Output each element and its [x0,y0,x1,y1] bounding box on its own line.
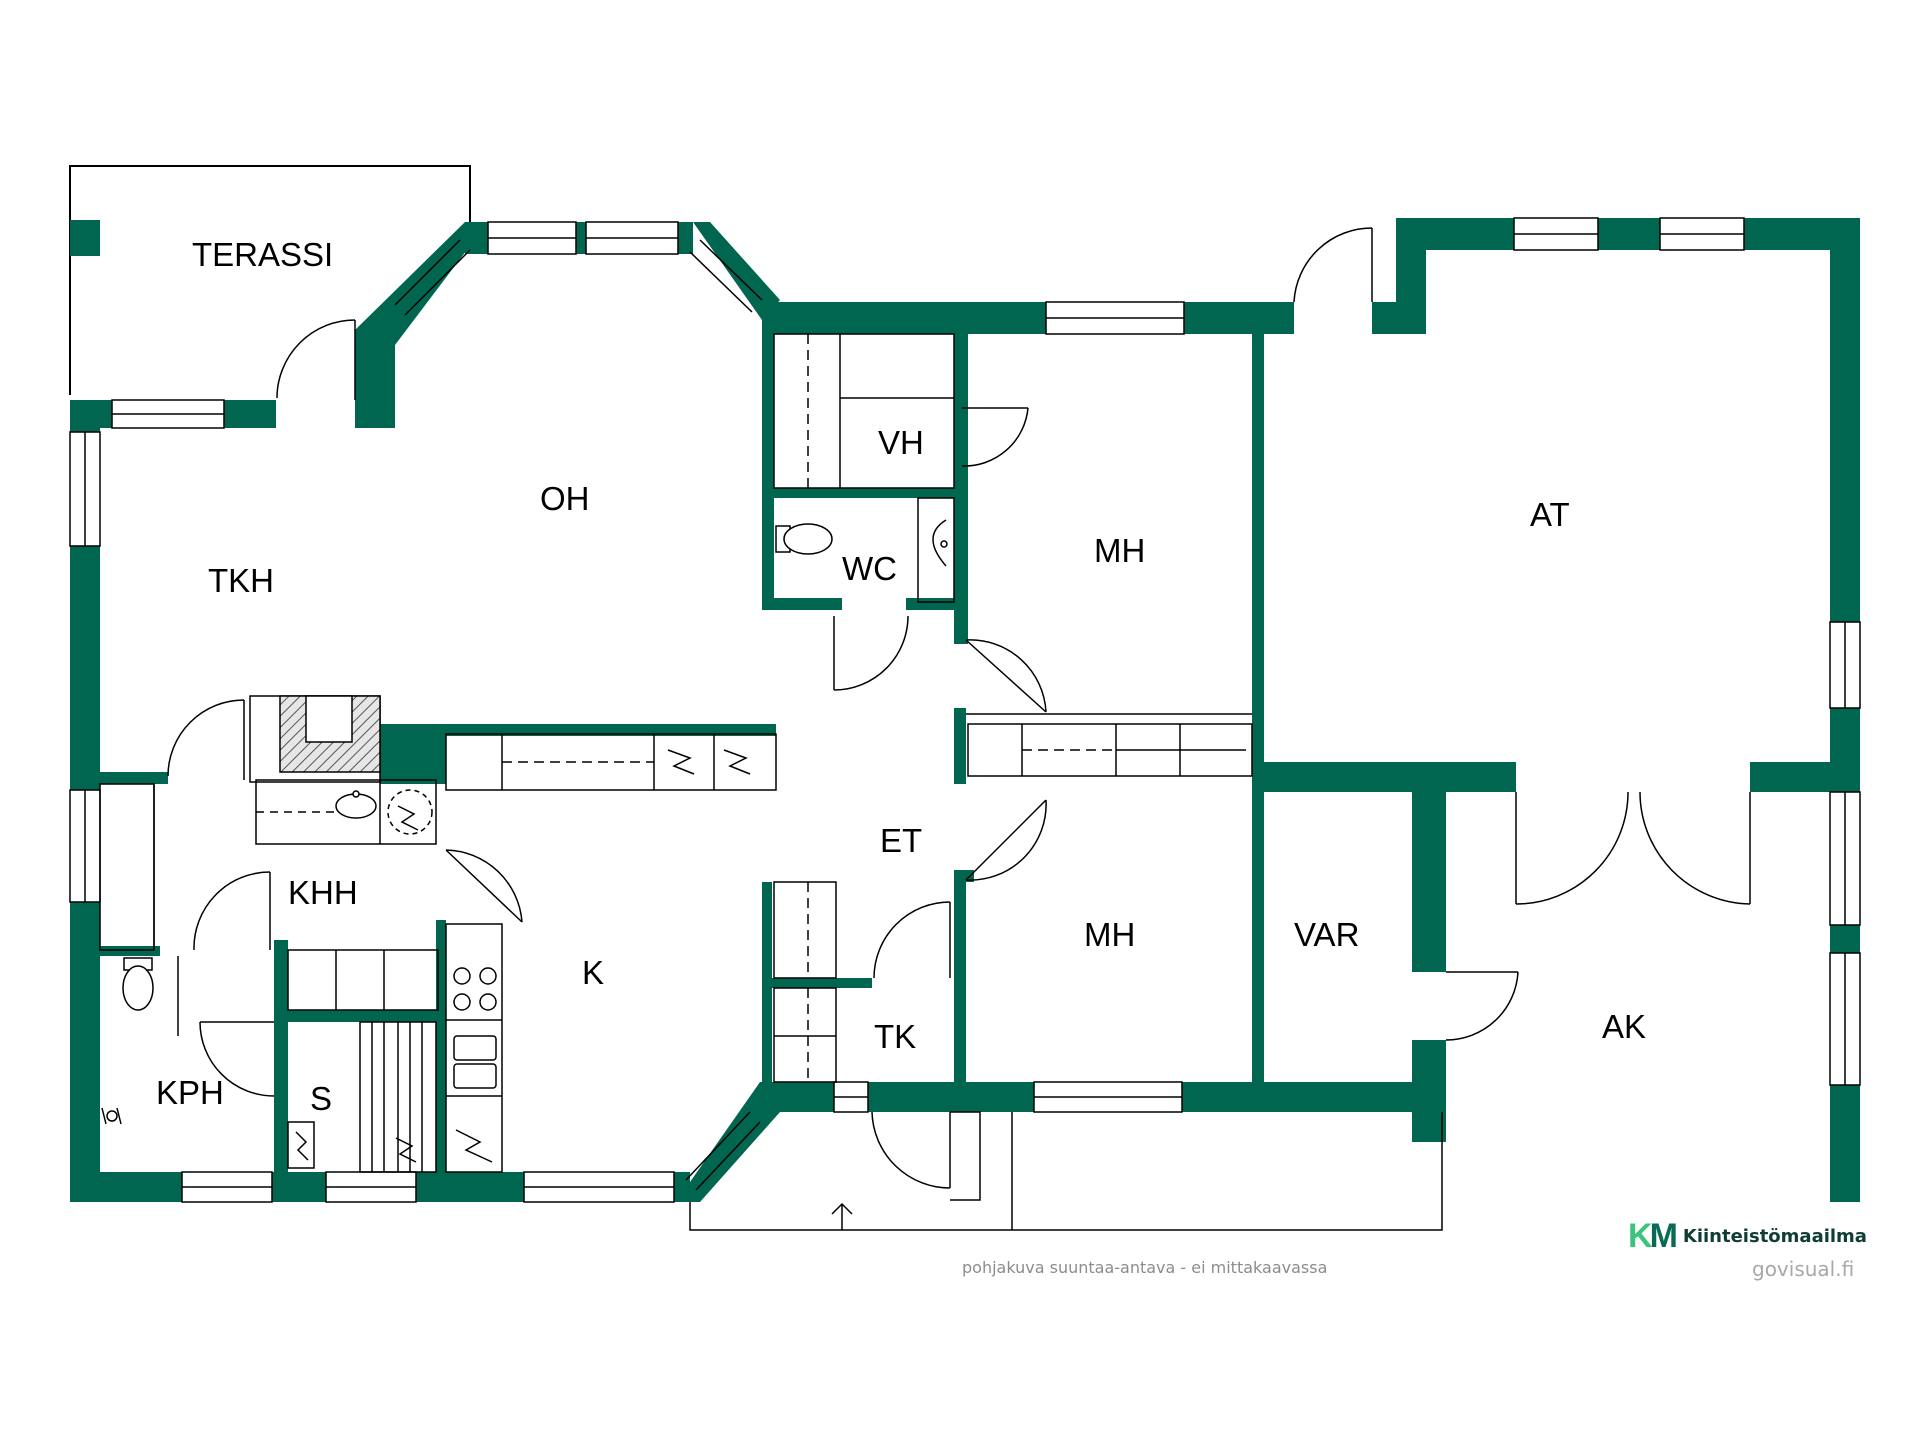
room-labels: TERASSI OH TKH VH WC MH AT ET KHH K MH V… [156,236,1646,1117]
sink-icon [335,790,377,819]
room-label-var: VAR [1294,916,1359,953]
toilet-icon [122,957,154,1011]
entrance-arrow-icon [831,1202,853,1230]
room-label-k: K [582,954,604,991]
electric-heater-icon [287,1121,315,1169]
disclaimer-note: pohjakuva suuntaa-antava - ei mittakaava… [962,1258,1328,1277]
room-label-oh: OH [540,480,590,517]
room-label-terassi: TERASSI [192,236,333,273]
electric-heater-icon [395,749,751,1163]
room-label-at: AT [1530,496,1570,533]
interior-lines [99,333,1443,1231]
room-label-mh-upper: MH [1094,532,1145,569]
washbasin-icon [932,519,948,567]
fireplace-icon [279,695,381,773]
windows [69,217,1861,1203]
room-label-wc: WC [842,550,897,587]
room-label-tkh: TKH [208,562,274,599]
shower-icon [101,1107,122,1125]
sink-icon [453,1035,497,1089]
room-label-kph: KPH [156,1074,224,1111]
room-label-vh: VH [878,424,924,461]
room-label-mh-lower: MH [1084,916,1135,953]
room-label-tk: TK [874,1018,916,1055]
interior-walls [100,334,1412,1202]
terrace-outline [69,165,471,395]
room-label-khh: KHH [288,874,358,911]
room-label-ak: AK [1602,1008,1646,1045]
room-label-s: S [310,1080,332,1117]
brand-mark-m: M [1649,1217,1678,1255]
toilet-icon [775,523,833,555]
room-label-et: ET [880,822,922,859]
brand-name: Kiinteistömaailma [1682,1226,1867,1247]
doors[interactable] [167,227,1751,1189]
brand-logo: KM Kiinteistömaailma [1628,1217,1867,1256]
brand-mark-k: K [1628,1217,1653,1255]
brand-mark: KM [1628,1217,1678,1256]
stove-icon [453,967,497,1011]
washer-icon [387,789,433,835]
credit-text: govisual.fi [1752,1257,1855,1281]
diagonal-windows [394,239,763,1191]
